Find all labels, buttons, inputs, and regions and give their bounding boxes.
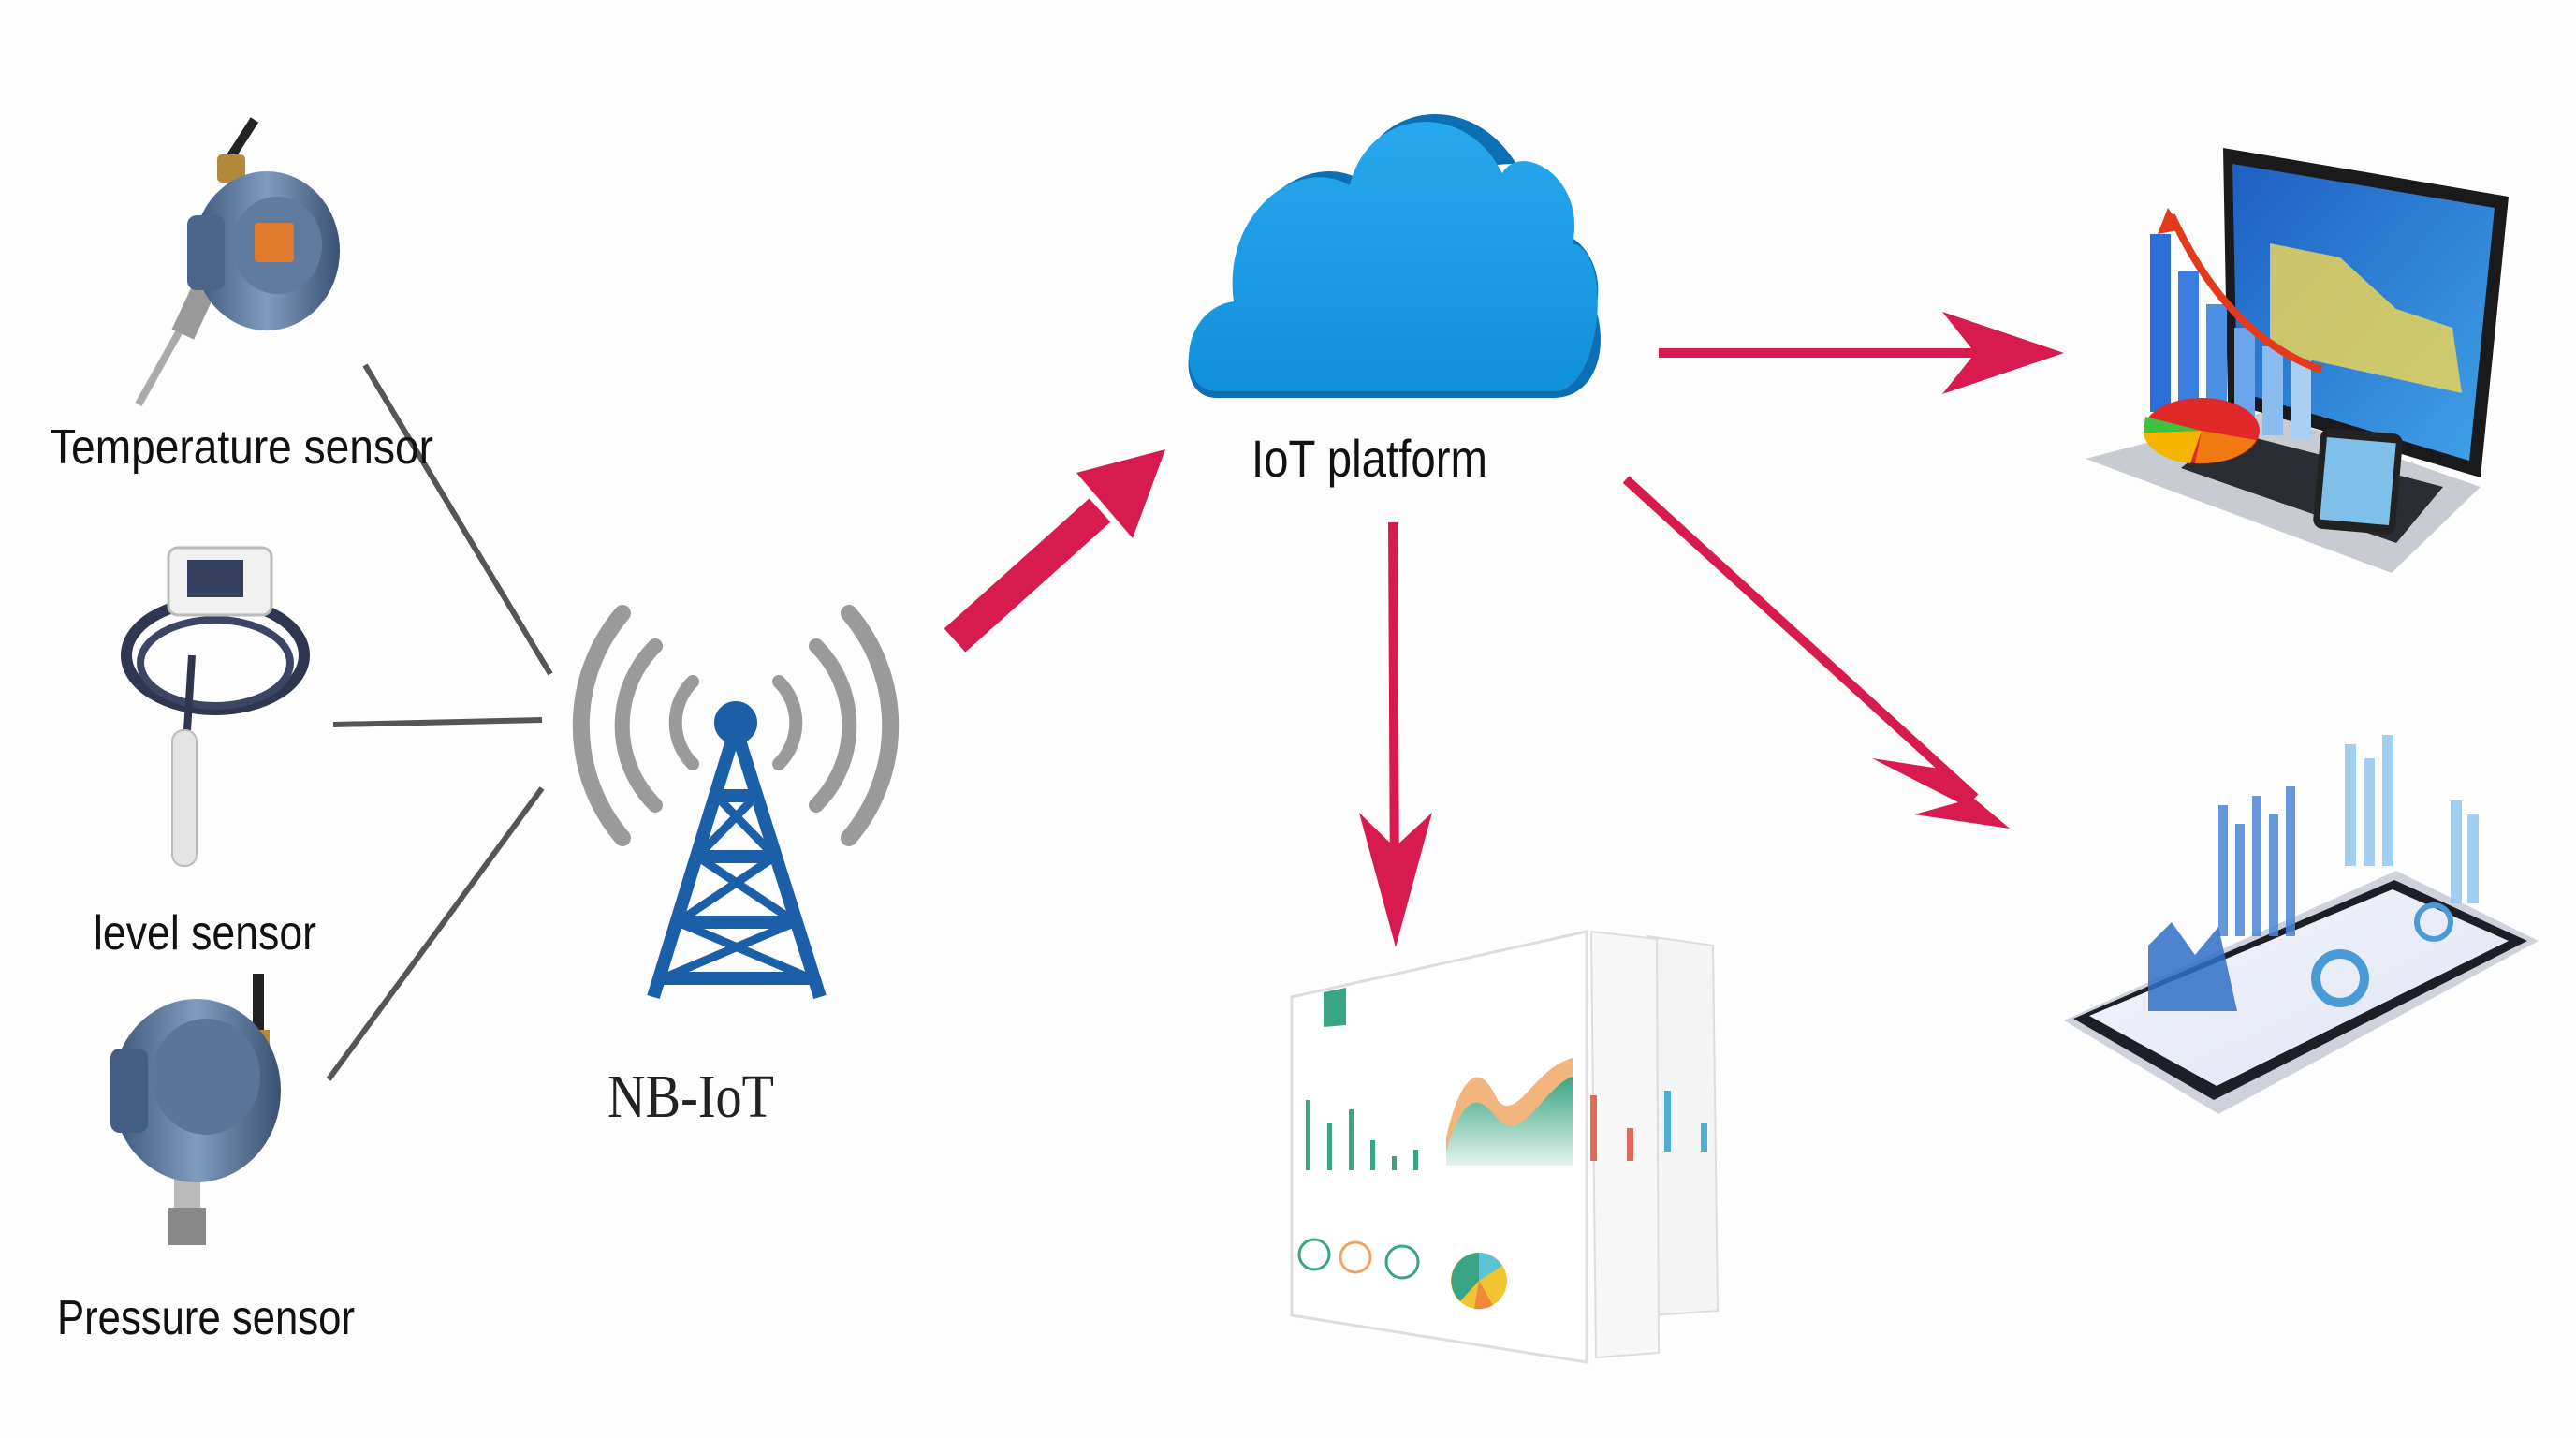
iot-platform-label: IoT platform xyxy=(1251,429,1487,488)
link-temperature xyxy=(362,363,553,676)
tablet-analytics-icon xyxy=(2064,735,2539,1114)
temperature-sensor-icon xyxy=(135,117,340,406)
cloud-icon xyxy=(1188,113,1601,398)
arrow-cloud-to-laptop xyxy=(1659,312,2064,394)
link-pressure xyxy=(326,786,545,1081)
pressure-sensor-icon xyxy=(110,974,281,1245)
arrow-network-to-cloud xyxy=(944,449,1165,653)
arrow-cloud-to-tablet xyxy=(1622,476,2010,829)
temperature-sensor-label: Temperature sensor xyxy=(50,420,433,475)
level-sensor-label: level sensor xyxy=(94,906,316,961)
laptop-analytics-icon xyxy=(2086,148,2509,573)
arrow-cloud-to-dashboard xyxy=(1359,521,1432,947)
nb-iot-label: NB-IoT xyxy=(607,1063,774,1131)
sensor-links xyxy=(326,363,553,1081)
pressure-sensor-label: Pressure sensor xyxy=(57,1291,355,1345)
level-sensor-icon xyxy=(121,546,310,867)
radio-waves-icon xyxy=(572,605,900,846)
web-dashboard-icon xyxy=(1290,930,1720,1364)
cell-tower-icon xyxy=(647,701,827,1000)
link-level xyxy=(332,717,543,727)
